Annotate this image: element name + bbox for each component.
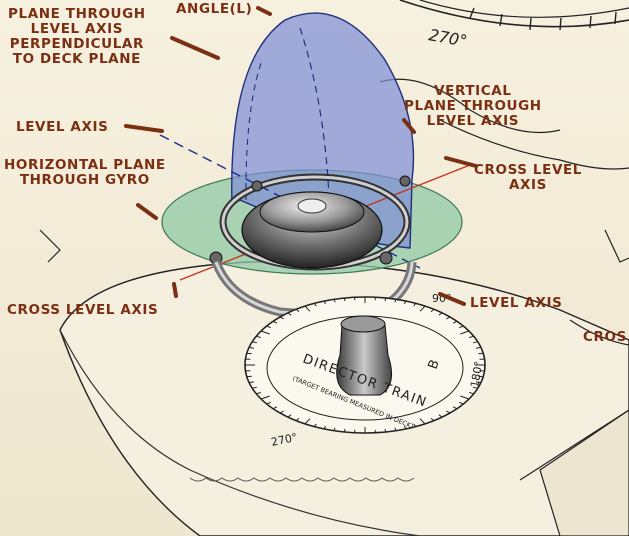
pivot-top-left	[252, 181, 262, 191]
label-line: PLANE THROUGH	[8, 7, 146, 22]
label-line: HORIZONTAL PLANE	[4, 158, 166, 173]
label-line: THROUGH GYRO	[4, 173, 166, 188]
label-level-axis-lower: LEVEL AXIS	[470, 296, 562, 311]
label-line: PLANE THROUGH	[404, 99, 542, 114]
dial-tick	[375, 430, 376, 433]
gyro-hub	[298, 199, 326, 213]
pivot-right	[380, 252, 392, 264]
label-vertical-plane: VERTICAL PLANE THROUGH LEVEL AXIS	[404, 84, 542, 129]
label-cross-level-axis-left: CROSS LEVEL AXIS	[7, 303, 158, 318]
label-angle-l: ANGLE(L)	[176, 2, 252, 17]
dial-tick	[478, 353, 483, 354]
label-line: CROSS LEVEL	[474, 163, 582, 178]
label-line: LEVEL AXIS	[404, 114, 542, 129]
label-line: AXIS	[474, 178, 582, 193]
dial-tick	[355, 297, 356, 300]
label-plane-through-level-axis: PLANE THROUGH LEVEL AXIS PERPENDICULAR T…	[8, 7, 146, 67]
dial-tick	[247, 353, 252, 354]
label-line: LEVEL AXIS	[8, 22, 146, 37]
dial-tick	[375, 297, 376, 300]
dial-tick	[247, 376, 252, 377]
label-line: PERPENDICULAR	[8, 37, 146, 52]
label-line: TO DECK PLANE	[8, 52, 146, 67]
top-scale-270: 270°	[427, 25, 468, 50]
label-cross-edge: CROS	[583, 330, 627, 345]
pivot-top-right	[400, 176, 410, 186]
label-line: VERTICAL	[404, 84, 542, 99]
dial-tick	[355, 430, 356, 433]
label-level-axis-left: LEVEL AXIS	[16, 120, 108, 135]
label-horizontal-plane: HORIZONTAL PLANE THROUGH GYRO	[4, 158, 166, 188]
dial-post-cap	[341, 316, 385, 332]
label-cross-level-axis-right: CROSS LEVEL AXIS	[474, 163, 582, 193]
